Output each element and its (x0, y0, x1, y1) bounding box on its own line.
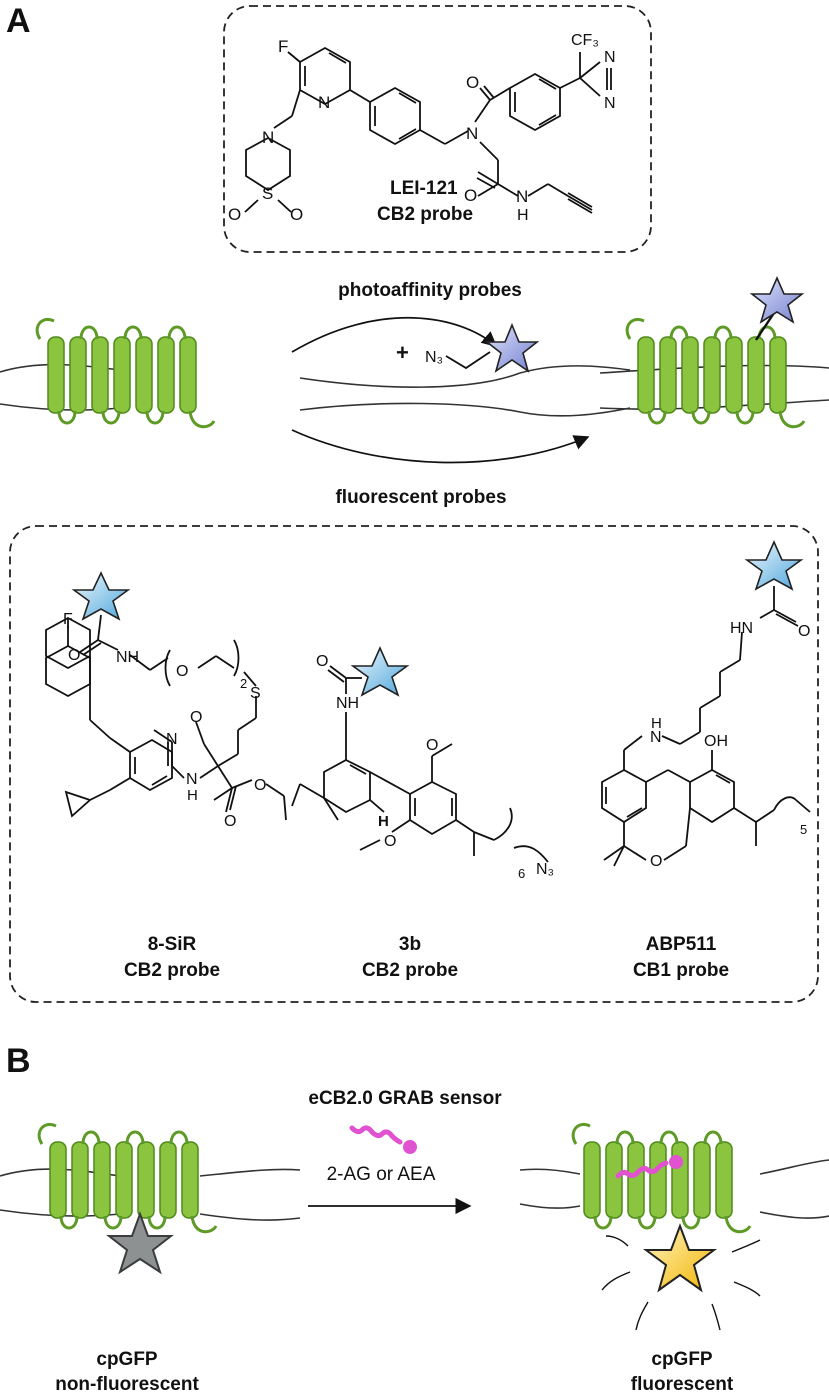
svg-text:O: O (384, 833, 396, 850)
svg-text:HN: HN (730, 620, 753, 637)
azide-label: N₃ (425, 349, 443, 366)
photoaffinity-label: photoaffinity probes (338, 280, 522, 301)
lei121-name: LEI-121 (390, 178, 458, 199)
svg-text:O: O (228, 205, 241, 224)
svg-text:NH: NH (336, 695, 359, 712)
right-caption-1: cpGFP (651, 1349, 713, 1370)
left-caption-2: non-fluorescent (55, 1374, 199, 1395)
svg-text:O: O (650, 853, 662, 870)
svg-text:H: H (517, 207, 529, 224)
b3-structure (291, 646, 549, 863)
svg-text:N: N (604, 49, 616, 66)
fluorescent-arrow (291, 429, 590, 464)
svg-text:O: O (798, 623, 810, 640)
fluorescent-label: fluorescent probes (335, 487, 506, 508)
svg-text:F: F (278, 37, 288, 56)
probe-1-name: 8-SiR (148, 934, 197, 955)
lei121-atom-labels: F N N S O O O N CF₃ N N O N H (228, 32, 616, 224)
abp511-structure (601, 540, 811, 867)
svg-text:S: S (250, 685, 261, 702)
svg-text:N: N (166, 731, 178, 748)
svg-text:O: O (426, 737, 438, 754)
membrane-mid-lower (299, 402, 631, 417)
glow-lines (601, 1235, 761, 1331)
abp511-atom-labels: HN O N H OH O 5 (650, 620, 810, 870)
probe-2-target: CB2 probe (362, 960, 458, 981)
purple-star-icon (484, 322, 540, 373)
svg-text:N: N (604, 95, 616, 112)
receptor-a-right (625, 317, 806, 429)
probe-2-name: 3b (399, 934, 421, 955)
svg-text:O: O (464, 186, 477, 205)
bound-ligand-icon (615, 1155, 683, 1179)
probe-3-name: ABP511 (646, 934, 717, 955)
plus-sign: + (396, 340, 409, 365)
svg-text:N: N (262, 128, 274, 147)
svg-text:N₃: N₃ (536, 861, 554, 878)
sensor-title: eCB2.0 GRAB sensor (308, 1088, 502, 1109)
svg-text:O: O (224, 813, 236, 830)
svg-text:N: N (466, 124, 478, 143)
svg-text:NH: NH (116, 649, 139, 666)
gray-star-icon (106, 1211, 174, 1275)
membrane-mid-upper (299, 365, 631, 388)
svg-text:N: N (516, 187, 528, 206)
svg-text:N: N (318, 93, 330, 112)
lei121-target: CB2 probe (377, 204, 473, 225)
fluorescent-probes-box (9, 525, 819, 1003)
sir8-atom-labels: F N N H O NH O 2 S O O O (63, 611, 266, 830)
svg-text:N: N (650, 729, 662, 746)
svg-text:O: O (176, 663, 188, 680)
svg-text:S: S (262, 184, 273, 203)
svg-text:5: 5 (800, 822, 807, 837)
svg-text:H: H (651, 715, 662, 732)
svg-text:O: O (316, 653, 328, 670)
svg-text:O: O (68, 647, 80, 664)
svg-text:O: O (290, 205, 303, 224)
svg-text:6: 6 (518, 866, 525, 881)
receptor-b-right (571, 1122, 752, 1234)
svg-text:CF₃: CF₃ (571, 32, 599, 49)
lei121-box (223, 5, 652, 253)
purple-star-bound-icon (749, 276, 805, 324)
panel-b-label: B (6, 1042, 31, 1080)
svg-text:O: O (190, 709, 202, 726)
svg-text:N: N (186, 771, 198, 788)
ligand-icon (349, 1125, 417, 1154)
lei121-structure (244, 46, 612, 214)
azide-linker (445, 351, 491, 370)
svg-text:O: O (466, 73, 479, 92)
ligand-label: 2-AG or AEA (327, 1164, 436, 1185)
svg-text:F: F (63, 611, 73, 628)
svg-text:H: H (187, 787, 198, 804)
svg-text:OH: OH (704, 733, 728, 750)
photoaffinity-arrow (291, 317, 498, 353)
svg-text:2: 2 (240, 676, 247, 691)
probe-3-target: CB1 probe (633, 960, 729, 981)
yellow-star-icon (643, 1223, 717, 1293)
probe-1-target: CB2 probe (124, 960, 220, 981)
panel-a-label: A (6, 2, 31, 40)
sir8-structure (45, 571, 287, 821)
right-caption-2: fluorescent (631, 1374, 734, 1395)
left-caption-1: cpGFP (96, 1349, 158, 1370)
svg-text:O: O (254, 777, 266, 794)
b3-atom-labels: O NH H O O 6 N₃ (316, 653, 554, 881)
svg-text:H: H (378, 813, 389, 830)
